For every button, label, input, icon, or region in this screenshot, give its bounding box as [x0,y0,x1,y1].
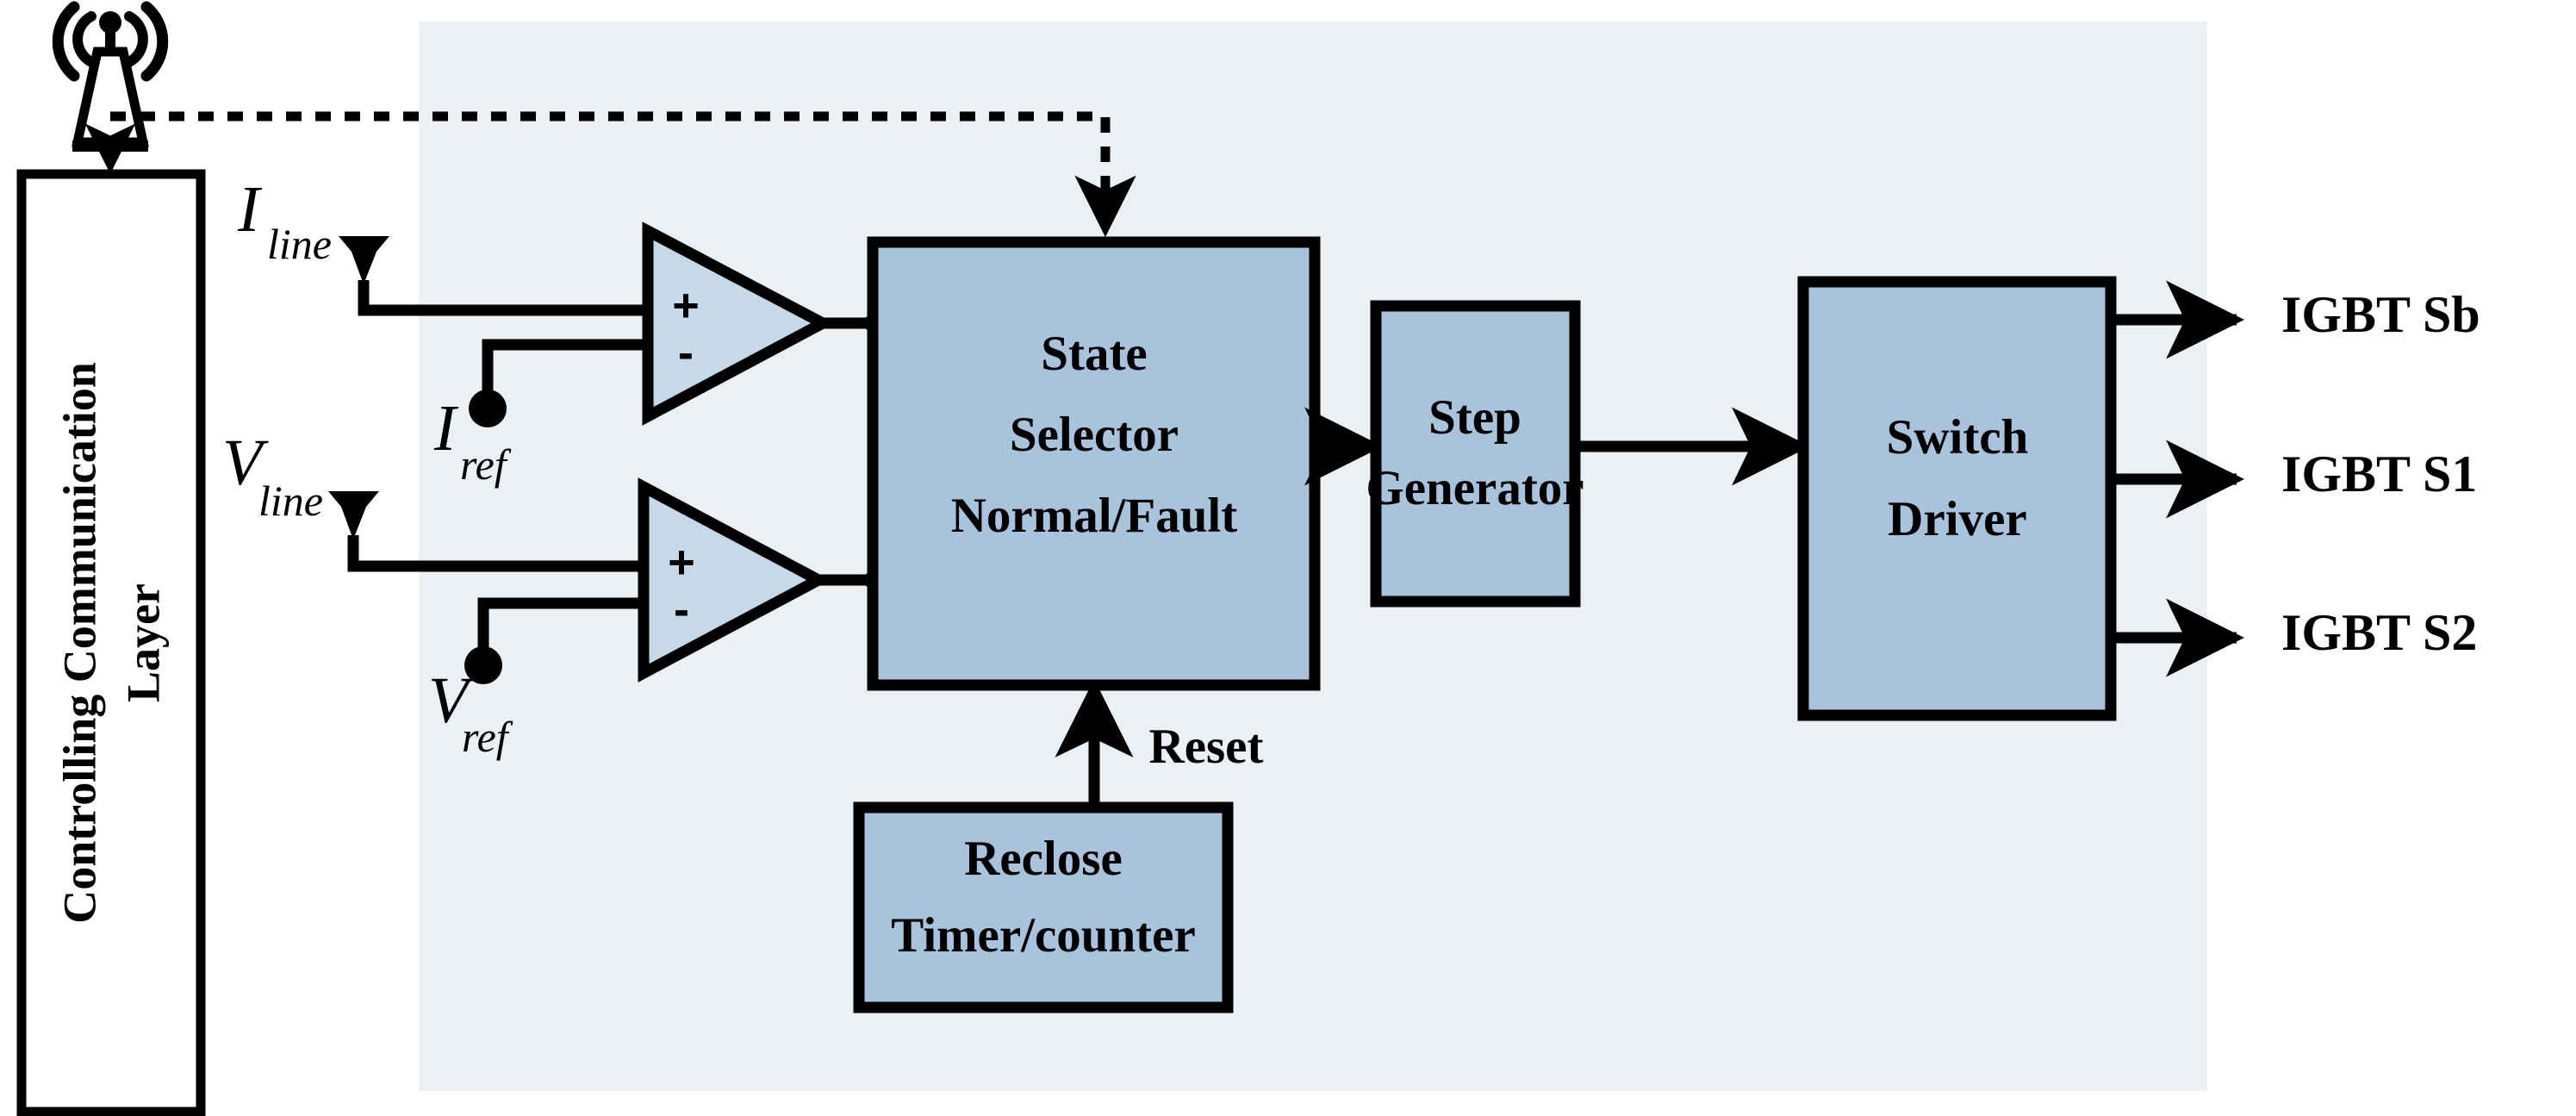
igbt-s1-label: IGBT S1 [2281,446,2477,502]
comm-layer-label-line2: Layer [117,583,169,702]
step-generator-block[interactable]: Step Generator [1366,300,1584,608]
radio-tower-icon [52,1,169,152]
switch-driver-label-line1: Switch [1887,410,2029,464]
reclose-timer-label-line1: Reclose [964,832,1123,886]
reclose-timer-block[interactable]: Reclose Timer/counter [853,801,1234,1013]
switch-driver-label-line2: Driver [1888,492,2026,546]
state-selector-label-line1: State [1041,327,1147,381]
comparator-voltage[interactable]: + - [638,477,879,683]
reset-edge-label: Reset [1149,720,1264,774]
switch-driver-block[interactable]: Switch Driver [1797,276,2117,721]
comparator-voltage-plus: + [668,536,695,588]
v-ref-terminal [464,597,639,684]
svg-text:line: line [267,220,332,268]
svg-text:V: V [428,664,475,737]
controlling-communication-layer-block[interactable]: Controlling Communication Layer [16,169,206,1116]
comparator-current-plus: + [672,279,700,331]
comparator-voltage-minus: - [674,583,689,635]
svg-text:I: I [433,392,459,464]
i-ref-label: I ref [433,392,512,489]
v-line-input-tap [328,491,639,572]
comm-layer-label-line1: Controlling Communication [53,362,105,924]
i-line-input-tap [339,236,644,316]
svg-text:ref: ref [462,713,513,761]
i-ref-terminal [469,339,644,427]
svg-text:I: I [237,173,263,246]
step-generator-label-line2: Generator [1366,461,1584,515]
antenna-to-state-selector-dashed-link [110,111,1136,238]
state-selector-label-line3: Normal/Fault [951,489,1237,543]
step-generator-label-line1: Step [1428,390,1521,445]
v-ref-label: V ref [428,664,513,761]
igbt-s2-label: IGBT S2 [2281,604,2477,661]
comparator-current-minus: - [678,327,694,378]
igbt-sb-label: IGBT Sb [2281,286,2480,343]
state-selector-block[interactable]: State Selector Normal/Fault [867,236,1321,691]
v-line-label: V line [222,427,323,525]
state-selector-label-line2: Selector [1010,408,1179,462]
svg-text:V: V [222,427,269,499]
reclose-timer-label-line2: Timer/counter [891,908,1196,963]
i-line-label: I line [237,173,332,268]
svg-text:line: line [258,477,323,525]
svg-text:ref: ref [460,440,512,489]
